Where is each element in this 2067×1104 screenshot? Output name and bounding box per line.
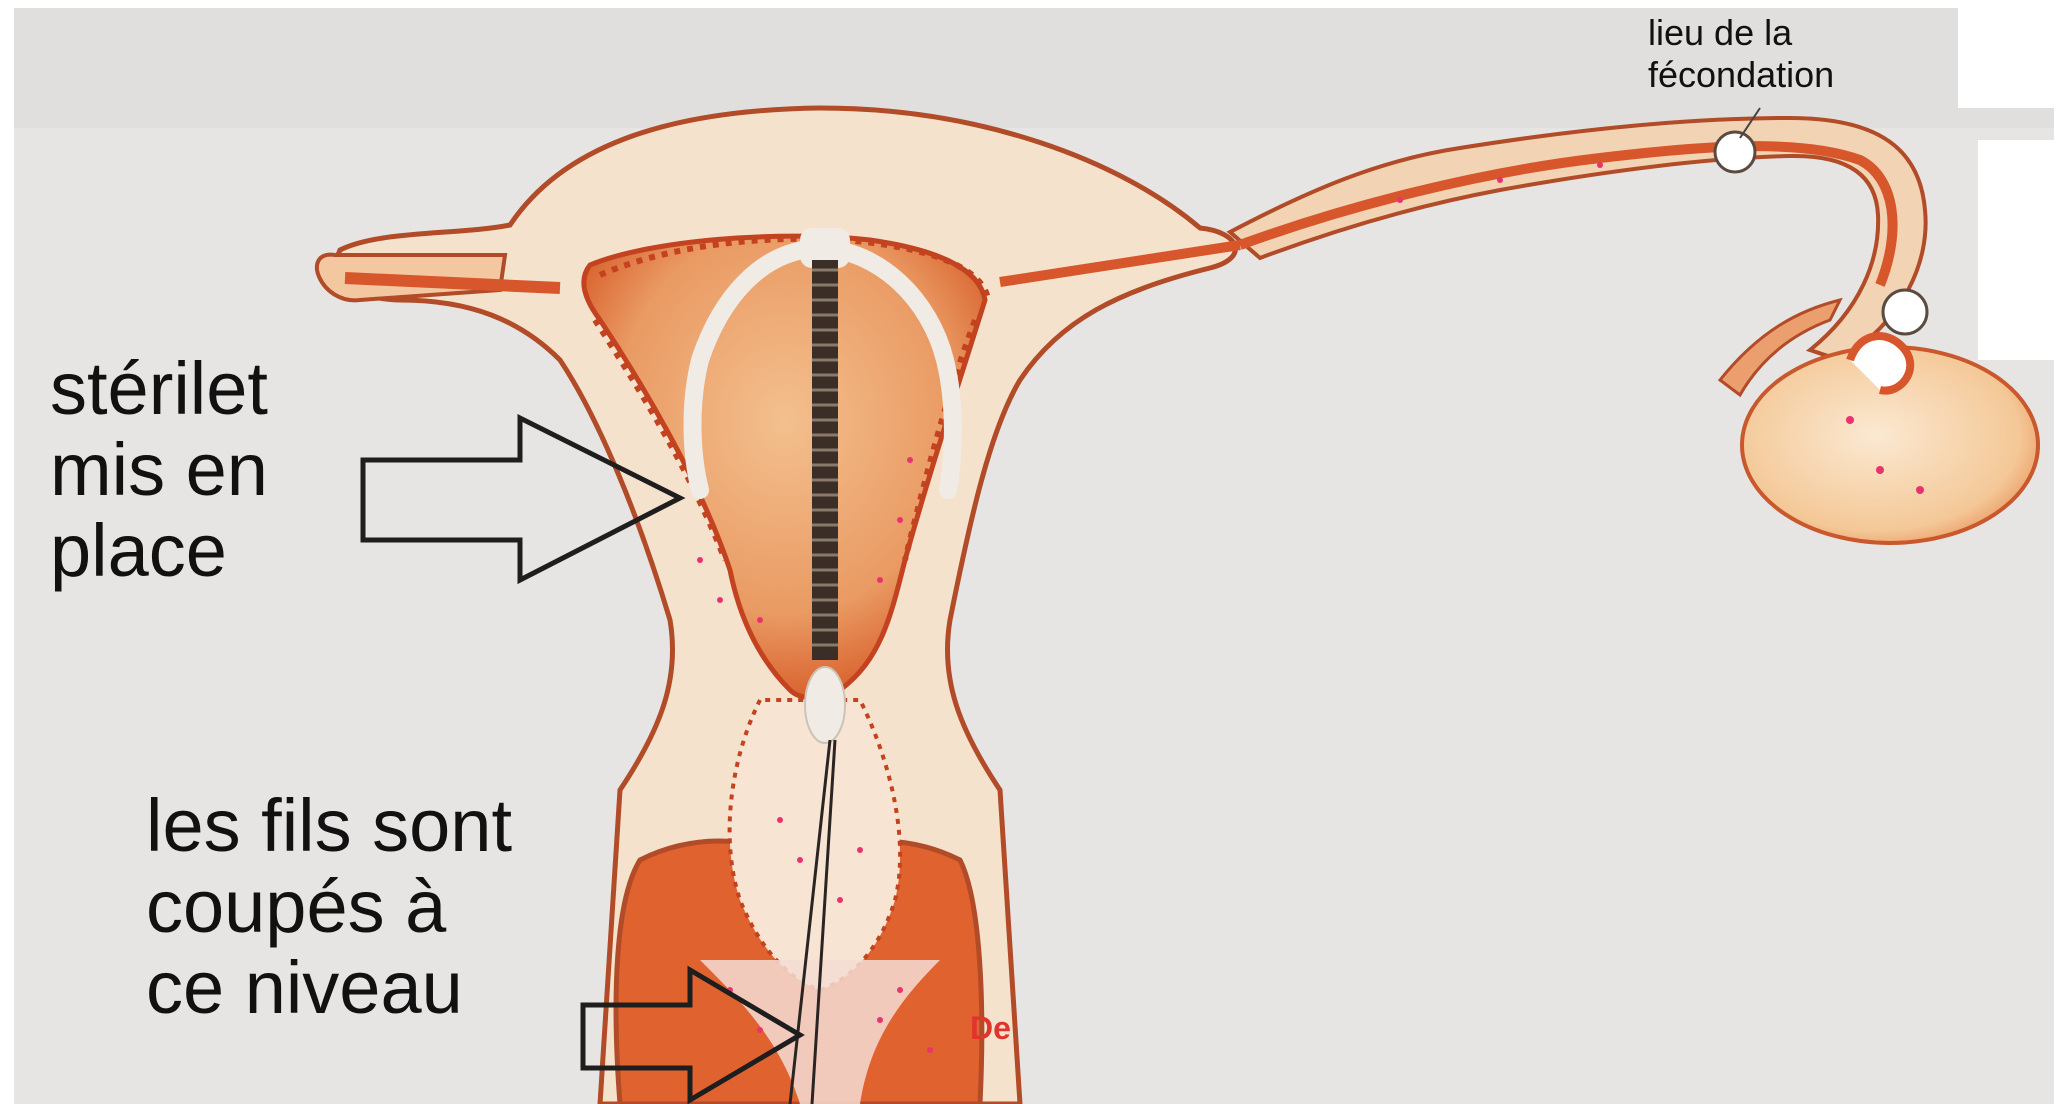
label-fecondation-line-1: lieu de la — [1648, 12, 1834, 54]
white-cutout-top — [1958, 8, 2067, 108]
label-fecondation-line-2: fécondation — [1648, 54, 1834, 96]
white-cutout-left — [0, 0, 14, 1104]
label-sterilet-line-1: stérilet — [50, 348, 268, 429]
label-sterilet-line-2: mis en — [50, 429, 268, 510]
label-sterilet-line-3: place — [50, 510, 268, 591]
label-fecondation: lieu de la fécondation — [1648, 12, 1834, 96]
label-fragment: De — [970, 1010, 1011, 1047]
white-cutout-right — [1978, 140, 2067, 360]
label-fils: les fils sont coupés à ce niveau — [146, 785, 512, 1028]
iud-stem-tip — [805, 667, 845, 743]
label-sterilet: stérilet mis en place — [50, 348, 268, 591]
label-fils-line-2: coupés à — [146, 866, 512, 947]
egg-tube — [1883, 290, 1927, 334]
label-fils-line-3: ce niveau — [146, 947, 512, 1028]
egg-fecondation — [1715, 132, 1755, 172]
label-fils-line-1: les fils sont — [146, 785, 512, 866]
